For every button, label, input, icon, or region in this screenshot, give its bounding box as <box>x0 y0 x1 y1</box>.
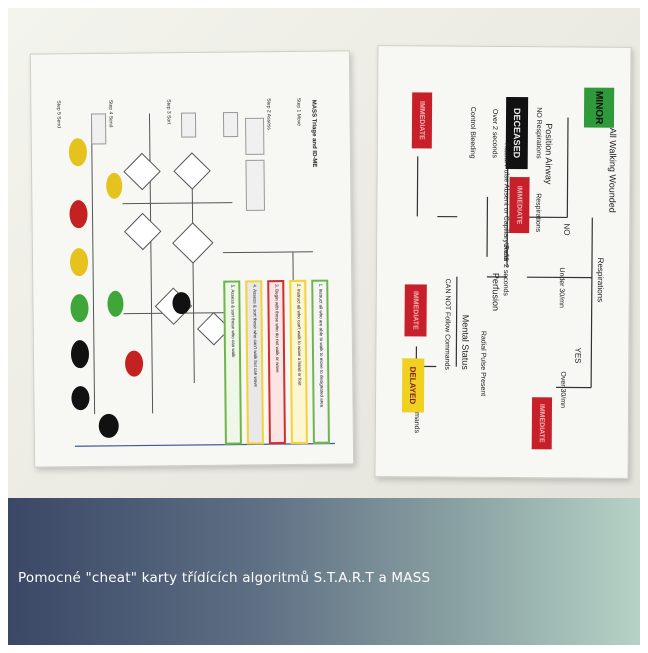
black-node <box>71 386 90 411</box>
red-node <box>69 200 88 229</box>
immediate-mid: IMMEDIATE <box>509 177 530 234</box>
yes-label: YES <box>573 347 583 364</box>
caption: Pomocné "cheat" karty třídících algoritm… <box>18 570 431 586</box>
mass-triage-card: MASS Triage and ID-ME Step 1 Move Step 2… <box>29 50 355 468</box>
no-label-top: NO <box>562 223 572 236</box>
mass-step-3: Step 3 Sort <box>165 99 172 125</box>
start-title: All Walking Wounded <box>607 127 618 213</box>
respirations-top: Respirations <box>595 257 606 303</box>
mass-step-2: Step 2 Assess <box>265 98 272 130</box>
perfusion: Perfusion <box>490 272 501 312</box>
position-airway: Position Airway <box>543 123 554 185</box>
mass-step-5: Step 5 Send <box>55 100 62 128</box>
respirations: Respirations <box>534 193 542 233</box>
immediate-left: IMMEDIATE <box>411 92 433 149</box>
mass-bar-3-text: 3. Begin with those who do not walk or w… <box>274 284 281 373</box>
cannot-follow: CAN NOT Follow Commands <box>443 278 451 370</box>
green-node <box>70 294 89 323</box>
mass-step-1: Step 1 Move <box>295 97 302 126</box>
caption-panel: Pomocné "cheat" karty třídících algoritm… <box>8 498 640 645</box>
immediate-right: IMMEDIATE <box>531 397 553 450</box>
black-node <box>70 340 89 369</box>
mass-step-4: Step 4 Send <box>107 99 114 128</box>
over-30: Over 30/mn <box>558 371 567 409</box>
photo: MASS Triage and ID-ME Step 1 Move Step 2… <box>8 8 640 498</box>
yellow-node <box>70 248 89 277</box>
mental-status: Mental Status <box>460 314 471 370</box>
mass-title: MASS Triage and ID-ME <box>310 99 318 168</box>
immediate-low: IMMEDIATE <box>404 284 427 337</box>
delayed-box: DELAYED <box>401 358 425 413</box>
over-2-seconds: Over 2 seconds <box>490 108 499 158</box>
no-respirations: NO Respirations <box>534 107 543 159</box>
mass-flowchart-lines <box>68 112 335 447</box>
start-triage-card: MINOR All Walking Wounded NO Respiration… <box>374 45 632 479</box>
mass-bar-2-text: 2. Instruct all who can't walk to wave a… <box>296 283 303 386</box>
yellow-node <box>68 138 87 167</box>
minor-box: MINOR <box>583 87 615 128</box>
radial-pulse-absent: Radial Pulse Absent or Capillary Refill <box>502 142 510 261</box>
under-30: Under 30/mn <box>557 267 565 308</box>
mass-bar-4-text: 4. Assess & sort those who can't walk bu… <box>252 284 259 388</box>
radial-pulse-present: Radial Pulse Present <box>479 330 487 397</box>
control-bleeding: Control Bleeding <box>468 106 477 159</box>
mass-bar-5-text: 5. Assess & sort those who can walk <box>230 284 237 358</box>
